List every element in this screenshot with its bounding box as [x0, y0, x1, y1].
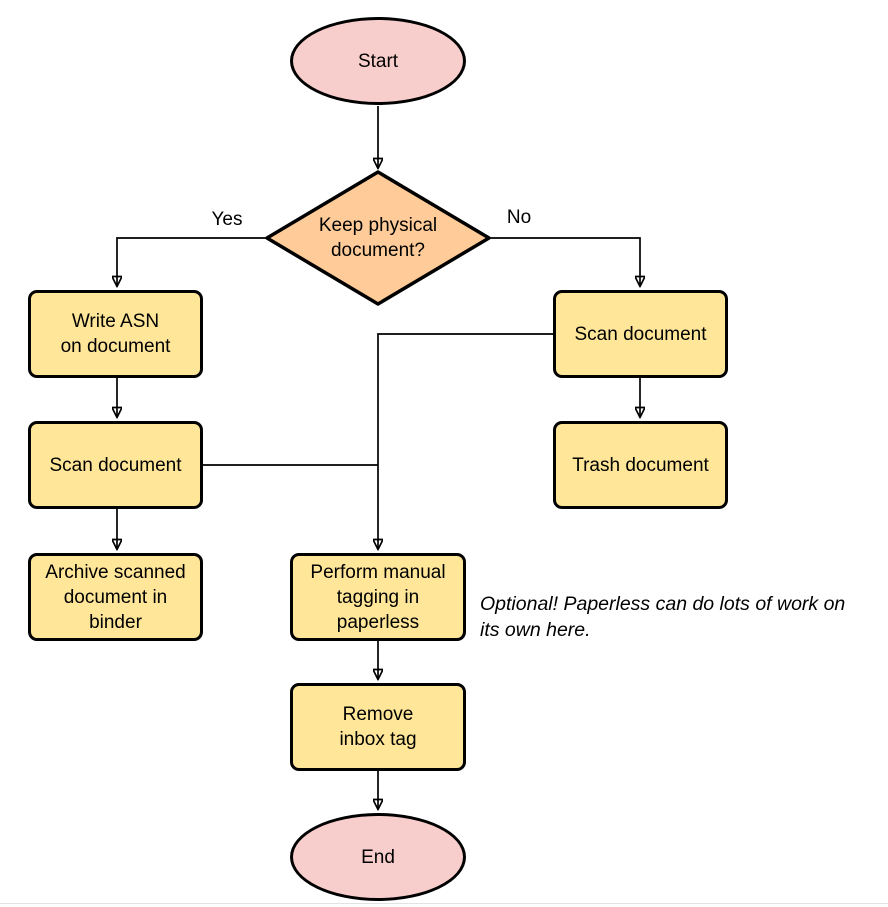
- remove-inbox-tag-label: Remove inbox tag: [339, 704, 417, 750]
- optional-annotation: Optional! Paperless can do lots of work …: [480, 593, 846, 641]
- decision-node: Keep physical document?: [267, 172, 489, 304]
- end-label: End: [361, 846, 395, 868]
- end-node: End: [290, 813, 466, 901]
- manual-tagging-node: Perform manual tagging in paperless: [290, 553, 466, 641]
- scan-document-right-node: Scan document: [553, 290, 728, 378]
- scan-document-left-label: Scan document: [49, 454, 182, 476]
- start-node: Start: [290, 17, 466, 105]
- no-branch-label: No: [489, 207, 549, 229]
- yes-branch-label: Yes: [197, 209, 257, 231]
- decision-diamond-shape: [265, 170, 491, 306]
- write-asn-label: Write ASN on document: [60, 311, 171, 357]
- page-bottom-border: [0, 903, 888, 904]
- archive-node: Archive scanned document in binder: [28, 553, 203, 641]
- archive-label: Archive scanned document in binder: [45, 561, 186, 633]
- edge-decision-scan-right: [489, 237, 640, 286]
- remove-inbox-tag-node: Remove inbox tag: [290, 683, 466, 771]
- edge-decision-write-asn: [117, 237, 267, 286]
- trash-document-label: Trash document: [572, 454, 709, 476]
- start-label: Start: [357, 50, 399, 72]
- trash-document-node: Trash document: [553, 421, 728, 509]
- write-asn-node: Write ASN on document: [28, 290, 203, 378]
- edge-scan-right-tagging: [378, 333, 553, 549]
- decision-label: Keep physical document?: [318, 215, 438, 261]
- scan-document-right-label: Scan document: [574, 323, 707, 345]
- manual-tagging-label: Perform manual tagging in paperless: [310, 561, 446, 633]
- scan-document-left-node: Scan document: [28, 421, 203, 509]
